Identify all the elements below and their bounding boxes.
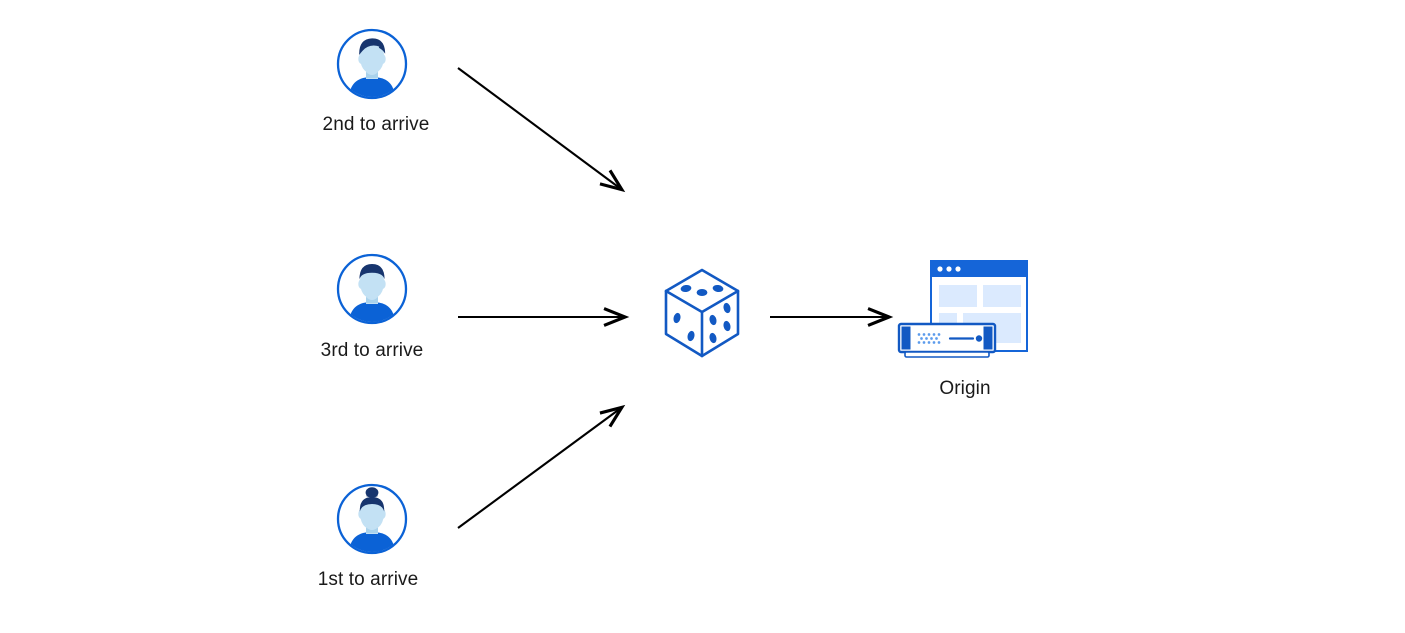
node-user-3rd[interactable] xyxy=(336,253,408,325)
dice-icon xyxy=(664,268,740,358)
node-user-3rd-label: 3rd to arrive xyxy=(320,340,424,361)
node-user-2nd-label: 2nd to arrive xyxy=(322,114,430,135)
node-user-2nd[interactable] xyxy=(336,28,408,100)
arrow-1st-to-dice xyxy=(457,404,626,529)
node-randomizer[interactable] xyxy=(657,264,747,360)
node-user-1st[interactable] xyxy=(336,483,408,555)
node-origin-label: Origin xyxy=(939,378,991,399)
origin-server-icon xyxy=(897,260,1028,358)
node-origin[interactable] xyxy=(895,258,1035,363)
user-avatar-icon xyxy=(336,483,408,555)
user-avatar-icon xyxy=(336,253,408,325)
user-avatar-icon xyxy=(336,28,408,100)
server-device-icon xyxy=(897,322,997,358)
node-user-1st-label: 1st to arrive xyxy=(317,569,419,590)
